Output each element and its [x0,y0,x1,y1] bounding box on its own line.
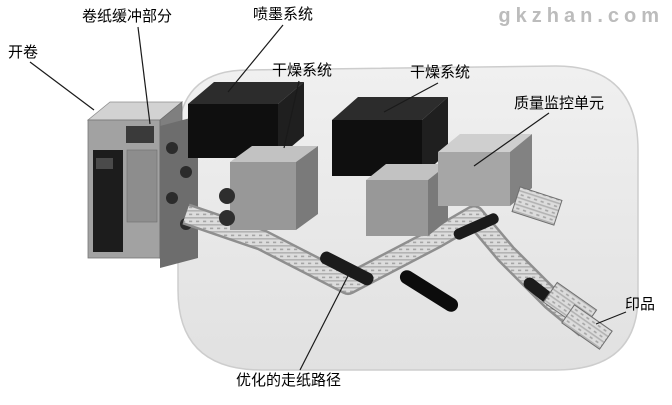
watermark: gkzhan.com [498,5,664,27]
label-inkjet: 喷墨系统 [253,6,313,24]
leader-buffer [137,26,151,125]
label-unwind: 开卷 [8,44,38,62]
leader-unwind [29,61,95,111]
label-dryer-1: 干燥系统 [272,62,332,80]
label-unwind-text: 开卷 [8,44,39,61]
label-paper-path: 优化的走纸路径 [236,372,341,390]
label-buffer-text: 卷纸缓冲部分 [82,8,173,25]
leader-dryer1 [283,80,300,149]
label-path-text: 优化的走纸路径 [236,372,342,389]
leader-quality [473,112,550,167]
dryer-unit-2 [366,164,448,236]
label-dryer2-text: 干燥系统 [410,64,471,81]
leader-dryer2 [383,82,439,113]
label-buffer: 卷纸缓冲部分 [82,8,172,26]
label-dryer-2: 干燥系统 [410,64,470,82]
label-quality-text: 质量监控单元 [514,95,605,112]
product-rolls [511,186,613,350]
leader-path [299,267,353,371]
web-rollers [320,213,563,312]
label-inkjet-text: 喷墨系统 [253,6,314,23]
leader-inkjet [227,24,284,93]
dryer-unit-1 [219,146,318,230]
label-product-text: 印品 [625,296,656,313]
label-dryer1-text: 干燥系统 [272,62,333,79]
quality-unit [438,134,532,206]
leader-product [595,311,627,325]
leader-lines [29,24,627,371]
label-quality: 质量监控单元 [514,95,604,113]
label-product: 印品 [625,296,655,314]
